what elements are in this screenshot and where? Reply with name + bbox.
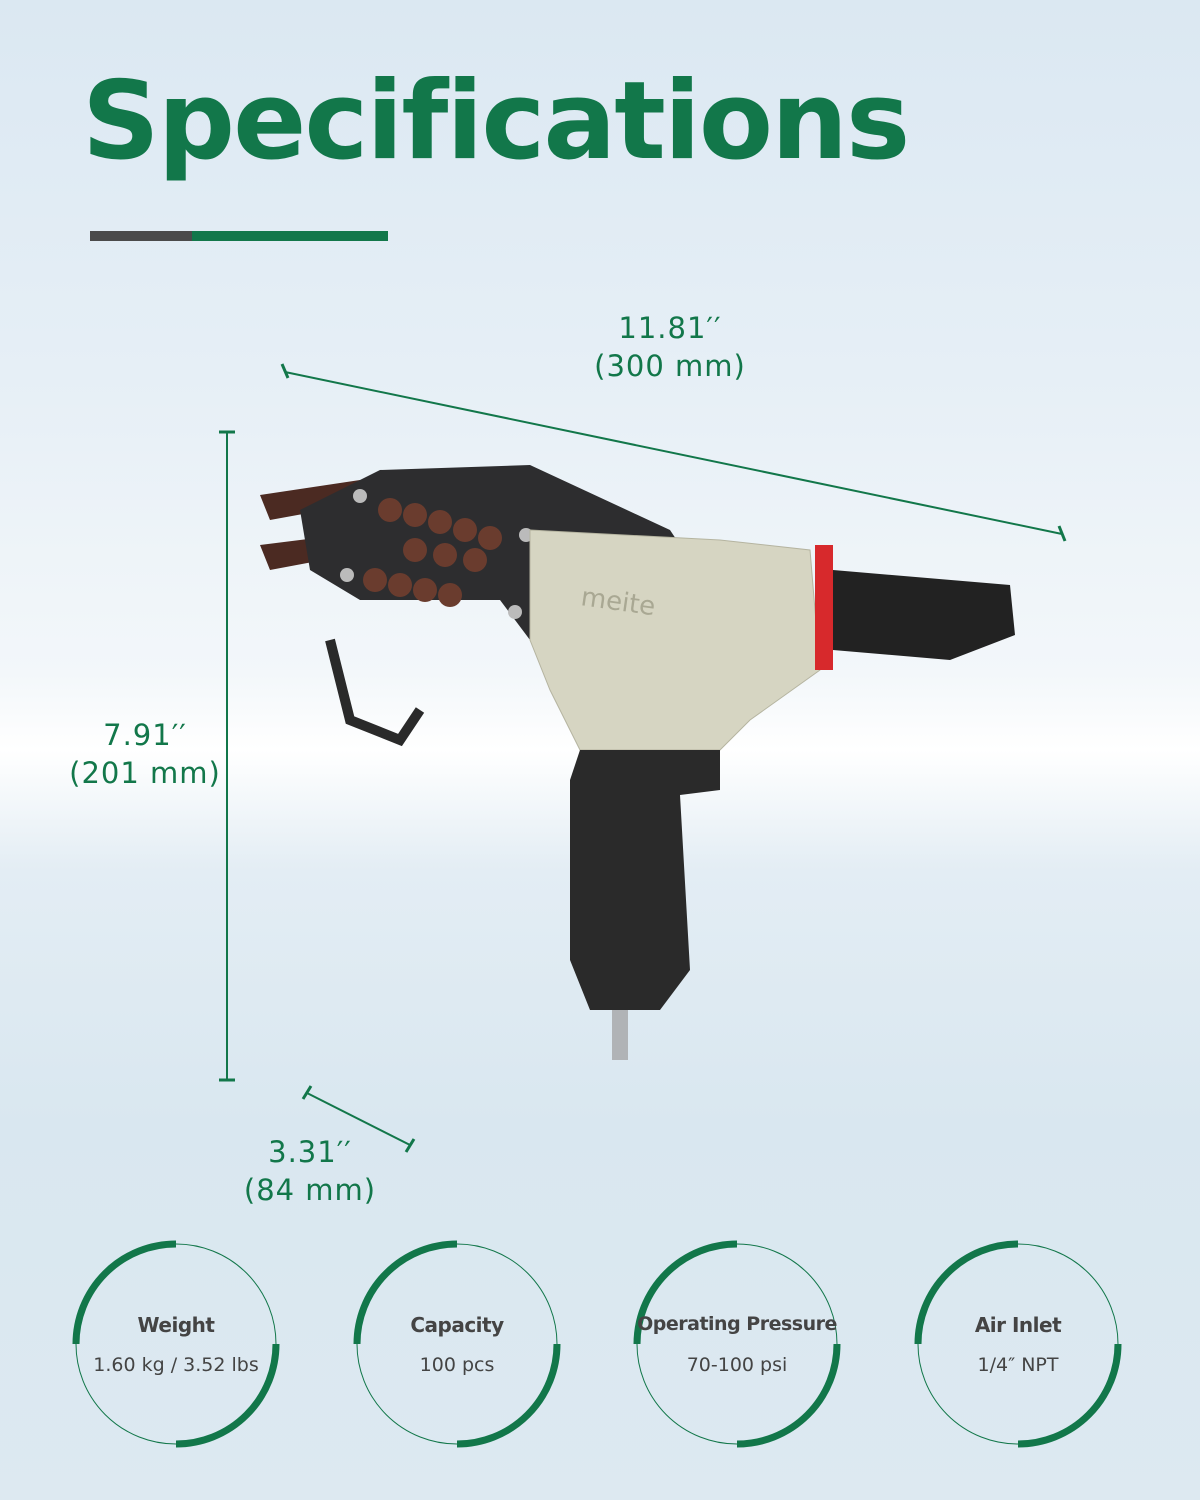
spec-ring bbox=[914, 1240, 1122, 1448]
title-underline-grey bbox=[90, 231, 192, 241]
spec-ring bbox=[72, 1240, 280, 1448]
height-inches: 7.91′′ bbox=[103, 718, 187, 752]
spec-label: Weight bbox=[137, 1313, 215, 1337]
spec-weight: Weight 1.60 kg / 3.52 lbs bbox=[69, 1237, 283, 1451]
spec-label: Operating Pressure bbox=[637, 1313, 837, 1335]
hog-ring-stapler-image: meite bbox=[260, 465, 1015, 1060]
title-underline-green bbox=[192, 231, 388, 241]
spec-value: 100 pcs bbox=[419, 1354, 495, 1376]
spec-operating-pressure: Operating Pressure 70-100 psi bbox=[630, 1237, 844, 1451]
width-label: 3.31′′ (84 mm) bbox=[210, 1133, 410, 1209]
width-dimension-line bbox=[306, 1092, 411, 1146]
spec-label: Capacity bbox=[410, 1313, 504, 1337]
page-title: Specifications bbox=[82, 59, 910, 184]
spec-capacity: Capacity 100 pcs bbox=[350, 1237, 564, 1451]
length-mm: (300 mm) bbox=[594, 349, 746, 383]
spec-label: Air Inlet bbox=[974, 1313, 1062, 1337]
height-label: 7.91′′ (201 mm) bbox=[45, 716, 245, 792]
length-dimension-line bbox=[284, 371, 1063, 535]
spec-value: 70-100 psi bbox=[686, 1354, 788, 1376]
length-inches: 11.81′′ bbox=[618, 311, 722, 345]
width-mm: (84 mm) bbox=[243, 1173, 377, 1207]
spec-value: 1/4″ NPT bbox=[977, 1354, 1059, 1376]
width-inches: 3.31′′ bbox=[268, 1135, 352, 1169]
spec-air-inlet: Air Inlet 1/4″ NPT bbox=[911, 1237, 1125, 1451]
spec-value: 1.60 kg / 3.52 lbs bbox=[93, 1354, 259, 1376]
spec-ring bbox=[633, 1240, 841, 1448]
height-mm: (201 mm) bbox=[69, 756, 221, 790]
spec-ring bbox=[353, 1240, 561, 1448]
length-label: 11.81′′ (300 mm) bbox=[570, 309, 770, 385]
